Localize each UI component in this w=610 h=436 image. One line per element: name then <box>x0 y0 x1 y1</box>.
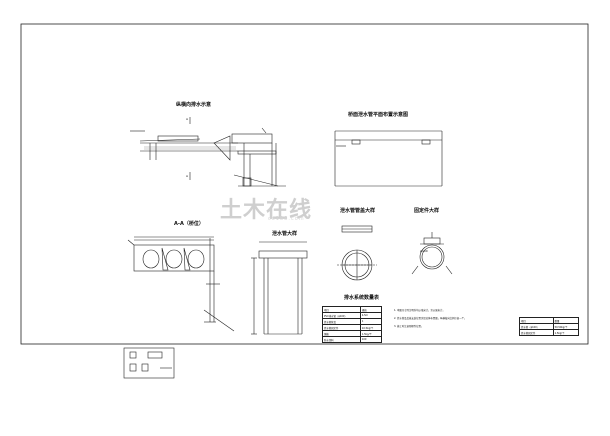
table-row: 防水涂料 100 <box>322 336 383 343</box>
title-section-aa: A-A（桥位） <box>174 221 204 227</box>
label-a: A <box>186 117 189 121</box>
section-aa-drawing <box>127 236 235 332</box>
stamp-block <box>123 347 175 379</box>
table-cell: 1.5kg/个 <box>552 329 580 336</box>
drainage-scheme-elevation <box>130 117 286 187</box>
title-grate-detail: 泄水管管盖大样 <box>340 208 376 214</box>
table-cell: 100 <box>359 336 383 343</box>
title-hoop-detail: 固定件大样 <box>414 208 440 214</box>
note-1: 1. 本图尺寸除注明外均以毫米计，余以厘米计。 <box>394 309 445 312</box>
title-drain-pipe-detail: 泄水管大样 <box>272 231 298 237</box>
label-pipe-dim: φ100 <box>420 249 428 253</box>
table-cell: 泄水管固定件 <box>519 329 554 336</box>
drainage-scheme-hatch <box>144 146 236 150</box>
title-deck-drain-plan: 桥面泄水管平面布置示意图 <box>348 112 409 118</box>
title-drainage-scheme: 纵横向排水示意 <box>176 102 212 108</box>
label-b: A <box>186 174 189 178</box>
note-3: 3. 施工时注意预埋件位置。 <box>394 325 424 328</box>
drawing-frame <box>20 23 589 345</box>
watermark-sub: co188.com <box>268 216 305 222</box>
quantity-table: 项目 规格 PVC排水管（φ100） 4.5m 泄水管管盖 1 泄水管固定件 1… <box>322 306 383 343</box>
title-quantity-table: 排水系统数量表 <box>344 295 380 301</box>
watermark-text: 土木在线 <box>220 198 313 223</box>
table-cell: 防水涂料 <box>322 336 361 343</box>
note-2: 2. 泄水管及盖板安装位置详见总体布置图，纵横坡向比例示意一个。 <box>394 317 467 320</box>
summary-table: 项目 数量 泄水管（φ100） 50.50kg/个 泄水管固定件 1.5kg/个 <box>519 317 580 336</box>
hoop-detail <box>411 232 453 275</box>
grate-detail <box>337 225 377 281</box>
drain-pipe-detail <box>251 241 308 335</box>
deck-drain-plan <box>334 130 443 187</box>
table-row: 泄水管固定件 1.5kg/个 <box>519 329 580 336</box>
